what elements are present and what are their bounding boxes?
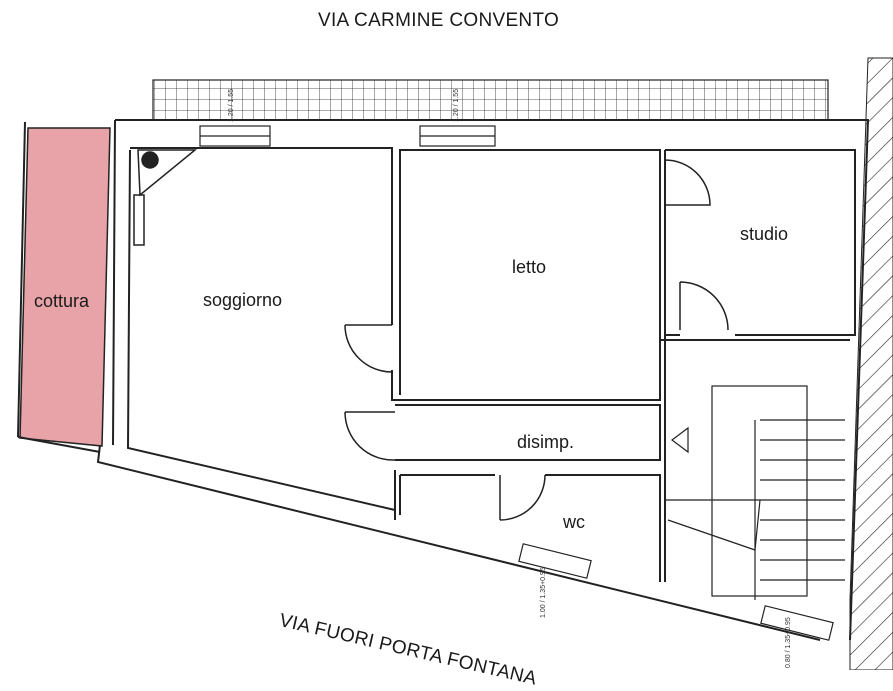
- room-label-disimp: disimp.: [517, 432, 575, 452]
- fireplace-corner: [133, 149, 198, 246]
- room-label-letto: letto: [512, 257, 547, 277]
- room-label-studio: studio: [740, 224, 789, 244]
- room-label-cottura: cottura: [34, 291, 90, 311]
- windows: [199, 125, 834, 641]
- doors: [344, 159, 729, 521]
- interior-walls: [130, 147, 856, 582]
- balcony-grid: [152, 79, 829, 121]
- window-dim-3: 1.00 / 1.35+0.95: [540, 567, 547, 618]
- window-dim-1: 1.20 / 1.55: [228, 89, 235, 122]
- outer-walls: [17, 119, 870, 641]
- window-dim-2: 1.20 / 1.55: [453, 89, 460, 122]
- neighbor-wall-hatch: [849, 57, 893, 670]
- room-label-soggiorno: soggiorno: [203, 290, 283, 310]
- staircase: [665, 385, 845, 600]
- street-label-top: VIA CARMINE CONVENTO: [318, 10, 560, 31]
- cottura-area: [19, 127, 111, 447]
- floor-plan: 1.20 / 1.55 1.20 / 1.55 1.00 / 1.35+0.95…: [17, 57, 893, 670]
- window-dims: 1.20 / 1.55 1.20 / 1.55 1.00 / 1.35+0.95…: [228, 89, 792, 668]
- window-dim-4: 0.80 / 1.35+0.95: [785, 617, 792, 668]
- room-label-wc: wc: [563, 512, 585, 532]
